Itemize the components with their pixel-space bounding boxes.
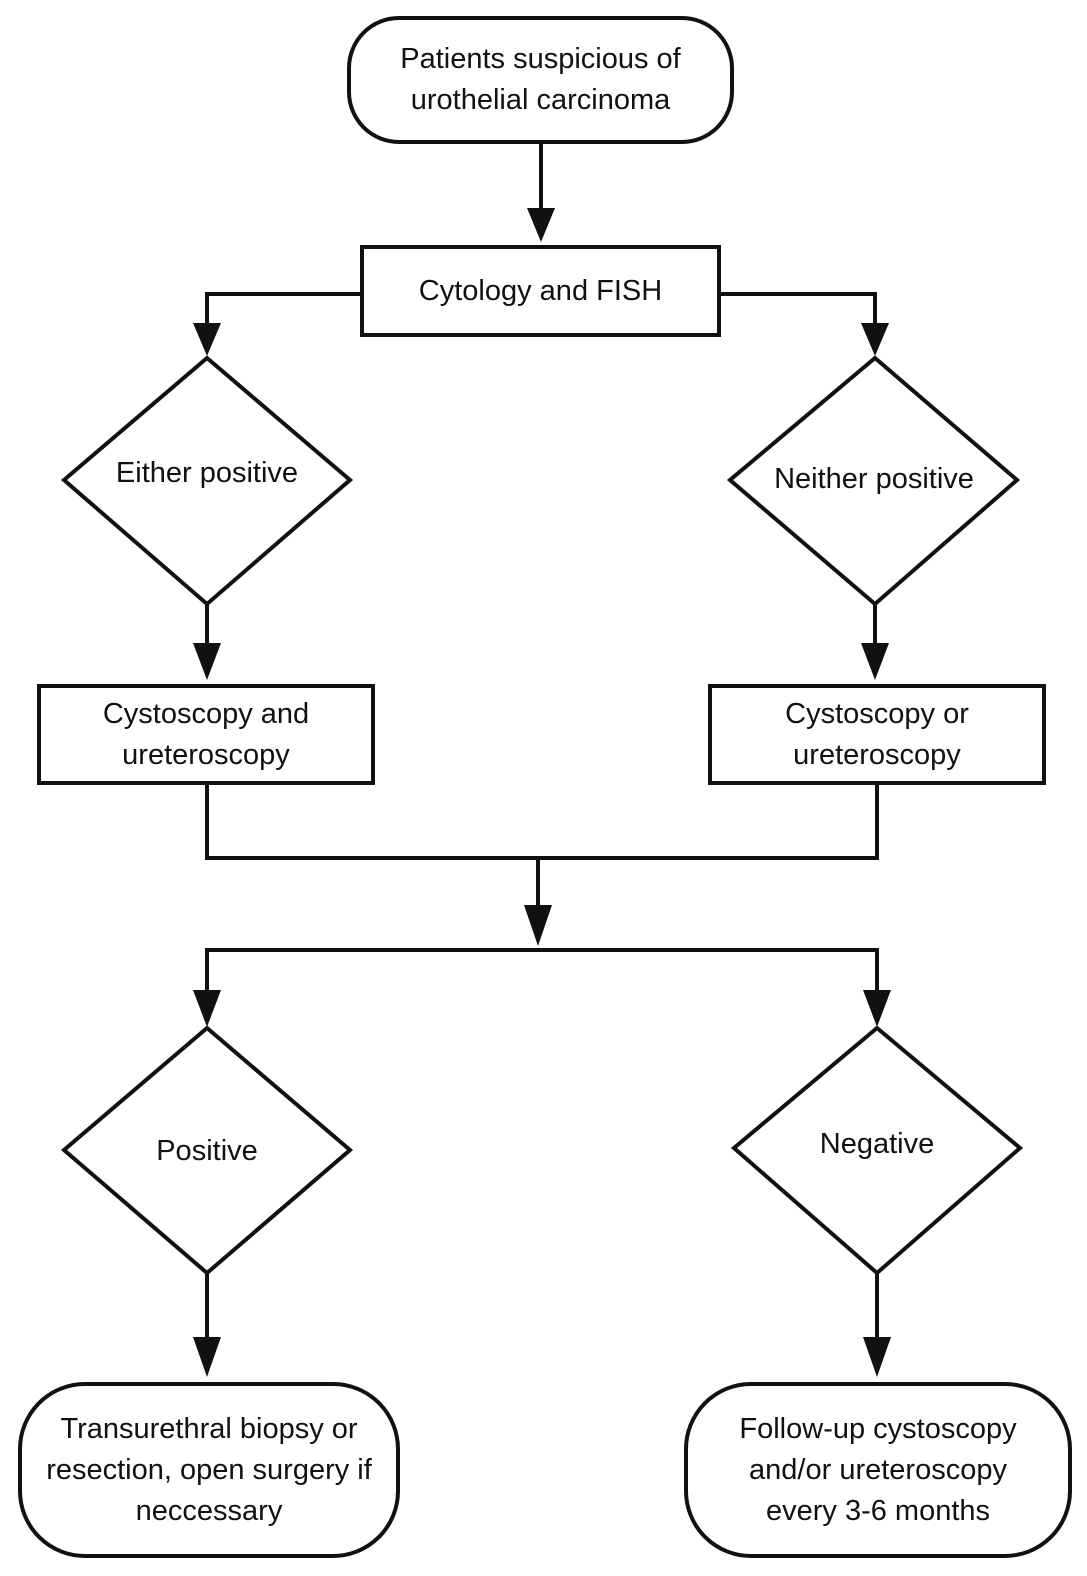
arrowhead xyxy=(861,643,889,680)
decision-neither-label: Neither positive xyxy=(774,462,974,495)
proc-and-box xyxy=(37,684,375,785)
decision-negative-label: Negative xyxy=(819,1127,935,1160)
connector-split xyxy=(205,948,879,1000)
arrowhead xyxy=(863,1337,891,1377)
arrowhead xyxy=(193,1337,221,1377)
test-label: Cytology and FISH xyxy=(418,274,663,307)
end-treatment-terminal xyxy=(18,1382,400,1558)
arrowhead xyxy=(861,323,889,356)
arrowhead xyxy=(524,905,552,946)
arrowhead xyxy=(863,990,891,1027)
decision-positive-label: Positive xyxy=(156,1134,258,1167)
arrowhead xyxy=(527,208,555,242)
start-label: Patients suspicious of urothelial carcin… xyxy=(400,43,681,116)
connector-test-either xyxy=(205,292,362,330)
proc-and-label: Cystoscopy and ureteroscopy xyxy=(102,697,310,771)
proc-or-label: Cystoscopy or ureteroscopy xyxy=(785,697,969,771)
arrowhead xyxy=(193,323,221,356)
connector-merge xyxy=(205,783,879,860)
test-box xyxy=(360,245,721,337)
end-followup-label: Follow-up cystoscopy and/or ureteroscopy… xyxy=(739,1412,1017,1527)
end-followup-terminal xyxy=(684,1382,1072,1558)
arrowhead xyxy=(193,990,221,1027)
end-treatment-label: Transurethral biopsy or resection, open … xyxy=(46,1412,372,1527)
arrowhead xyxy=(193,643,221,680)
decision-either-label: Either positive xyxy=(115,456,299,489)
connector-test-neither xyxy=(719,292,877,330)
